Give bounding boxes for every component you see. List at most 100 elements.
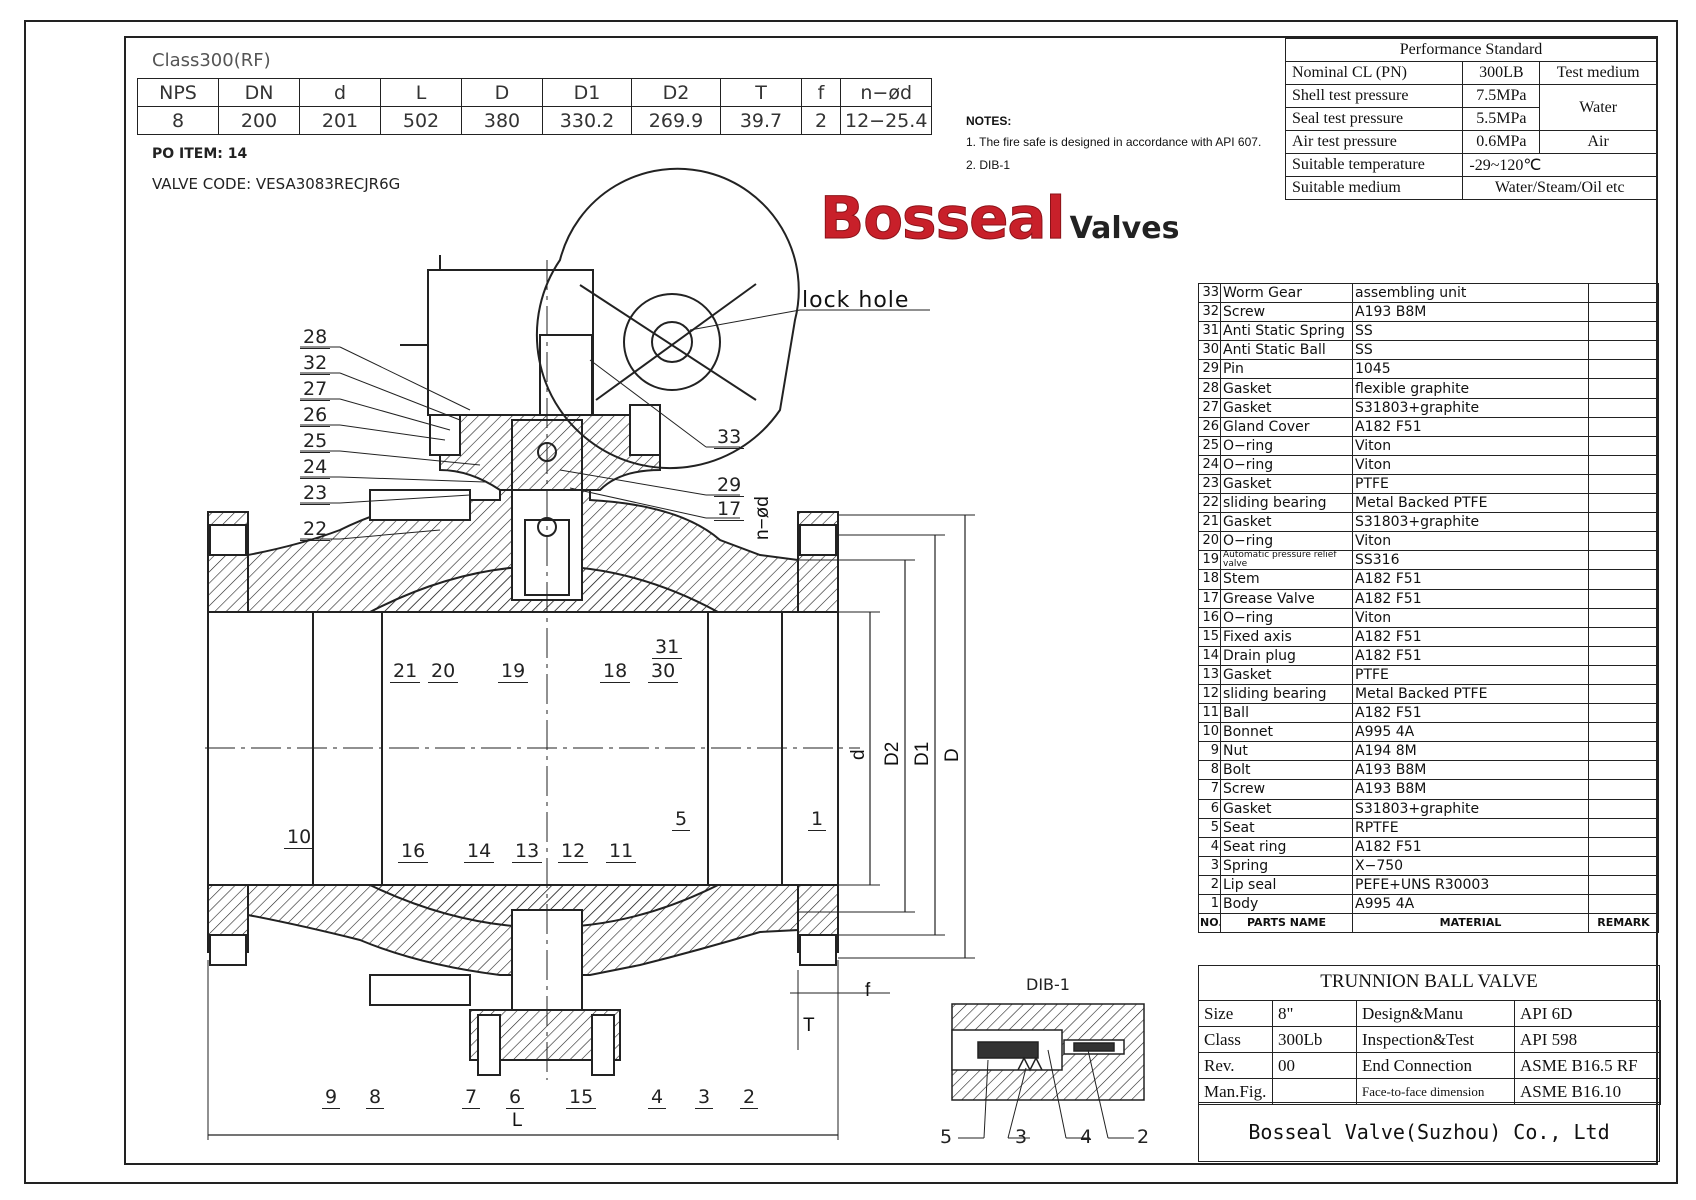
title-block-v2: API 598 <box>1514 1026 1661 1053</box>
callout-31: 31 <box>652 636 683 659</box>
callout-2: 2 <box>740 1086 759 1109</box>
callout-22: 22 <box>300 518 331 541</box>
callout-11: 11 <box>606 840 637 863</box>
title-block-v1: 8" <box>1272 1000 1357 1027</box>
part-name: O−ring <box>1220 607 1353 628</box>
callout-5: 5 <box>672 808 691 831</box>
part-material: S31803+graphite <box>1352 798 1589 819</box>
spec-header: n−ød <box>839 78 933 107</box>
callout-16: 16 <box>398 840 429 863</box>
spec-value: 39.7 <box>720 106 802 135</box>
dim-d: d <box>848 749 869 760</box>
callout-30: 30 <box>648 660 679 683</box>
callout-29: 29 <box>714 474 745 497</box>
class-label: Class300(RF) <box>152 50 271 71</box>
part-name: Seat ring <box>1220 836 1353 857</box>
callout-15: 15 <box>566 1086 597 1109</box>
callout-26: 26 <box>300 404 331 427</box>
part-no: 16 <box>1198 607 1221 628</box>
spec-header: D2 <box>631 78 721 107</box>
spec-value: 330.2 <box>542 106 632 135</box>
callout-4: 4 <box>648 1086 667 1109</box>
title-block-k1: Class <box>1198 1026 1273 1053</box>
logo-suffix: Valves <box>1069 211 1180 246</box>
spec-value: 8 <box>137 106 219 135</box>
part-material: Viton <box>1352 435 1589 456</box>
dim-D2: D2 <box>882 741 903 766</box>
callout-24: 24 <box>300 456 331 479</box>
callout-12: 12 <box>558 840 589 863</box>
spec-header: d <box>299 78 381 107</box>
notes-title: NOTES: <box>966 114 1012 128</box>
perf-value: 5.5MPa <box>1462 107 1541 131</box>
perf-value: 7.5MPa <box>1462 84 1541 108</box>
lock-hole-label: lock hole <box>802 288 910 313</box>
perf-name: Suitable medium <box>1284 176 1464 200</box>
part-no: 26 <box>1198 416 1221 437</box>
part-material: 1045 <box>1352 359 1589 380</box>
part-name: Gasket <box>1220 378 1353 399</box>
callout-7: 7 <box>462 1086 481 1109</box>
part-no: 24 <box>1198 454 1221 475</box>
perf-name: Nominal CL (PN) <box>1284 61 1464 85</box>
part-name: Gasket <box>1220 798 1353 819</box>
title-block-k2: End Connection <box>1356 1052 1515 1079</box>
callout-1: 1 <box>808 808 827 831</box>
spec-value: 200 <box>218 106 300 135</box>
spec-header: D <box>461 78 543 107</box>
part-name: Worm Gear <box>1220 282 1353 304</box>
parts-header-remark: REMARK <box>1588 913 1659 934</box>
company-name: Bosseal Valve(Suzhou) Co., Ltd <box>1199 1102 1659 1161</box>
spec-value: 502 <box>380 106 462 135</box>
dib-title: DIB-1 <box>1026 975 1070 994</box>
part-no: 17 <box>1198 588 1221 609</box>
callout-32: 32 <box>300 352 331 375</box>
part-material: A182 F51 <box>1352 588 1589 609</box>
parts-header-name: PARTS NAME <box>1220 913 1353 934</box>
part-name: Drain plug <box>1220 645 1353 666</box>
perf-name: Shell test pressure <box>1284 84 1464 108</box>
callout-33: 33 <box>714 426 745 449</box>
dib-callout-3: 3 <box>1015 1126 1028 1148</box>
perf-medium: Test medium <box>1539 61 1657 85</box>
drawing-outer-frame <box>24 20 1678 1184</box>
part-material: A995 4A <box>1352 893 1589 915</box>
spec-value: 12−25.4 <box>839 106 933 135</box>
notes-line-1: 1. The fire safe is designed in accordan… <box>966 135 1262 149</box>
part-name: Screw <box>1220 779 1353 800</box>
callout-14: 14 <box>464 840 495 863</box>
part-material: PTFE <box>1352 664 1589 685</box>
spec-header: D1 <box>542 78 632 107</box>
callout-18: 18 <box>600 660 631 683</box>
part-name: Anti Static Ball <box>1220 340 1353 361</box>
part-material: A182 F51 <box>1352 703 1589 724</box>
title-block-k1: Size <box>1198 1000 1273 1027</box>
callout-8: 8 <box>366 1086 385 1109</box>
callout-28: 28 <box>300 326 331 349</box>
spec-value: 201 <box>299 106 381 135</box>
callout-23: 23 <box>300 482 331 505</box>
title-block-v2: ASME B16.5 RF <box>1514 1052 1661 1079</box>
